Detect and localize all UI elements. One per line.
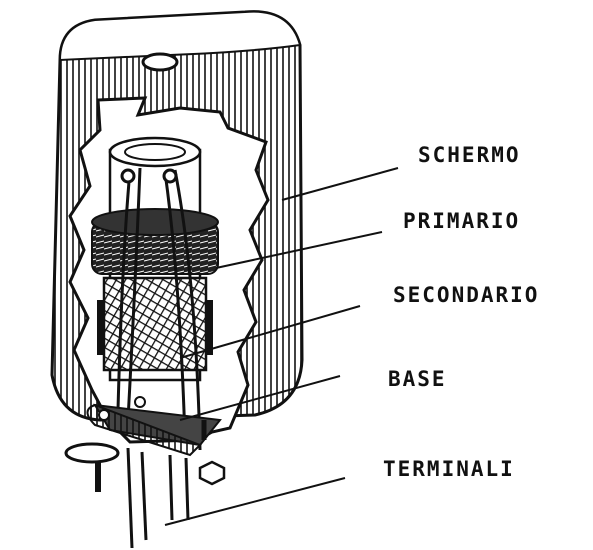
top-hole: [143, 54, 177, 70]
leader-terminali: [165, 478, 345, 525]
label-schermo: SCHERMO: [418, 143, 521, 167]
terminals: [128, 448, 188, 548]
label-terminali: TERMINALI: [383, 457, 515, 481]
label-base: BASE: [388, 367, 447, 391]
base-foot: [66, 444, 118, 462]
label-primario: PRIMARIO: [403, 209, 520, 233]
label-secondario: SECONDARIO: [393, 283, 539, 307]
winding-assembly: [92, 138, 218, 380]
hex-nut: [200, 462, 224, 484]
